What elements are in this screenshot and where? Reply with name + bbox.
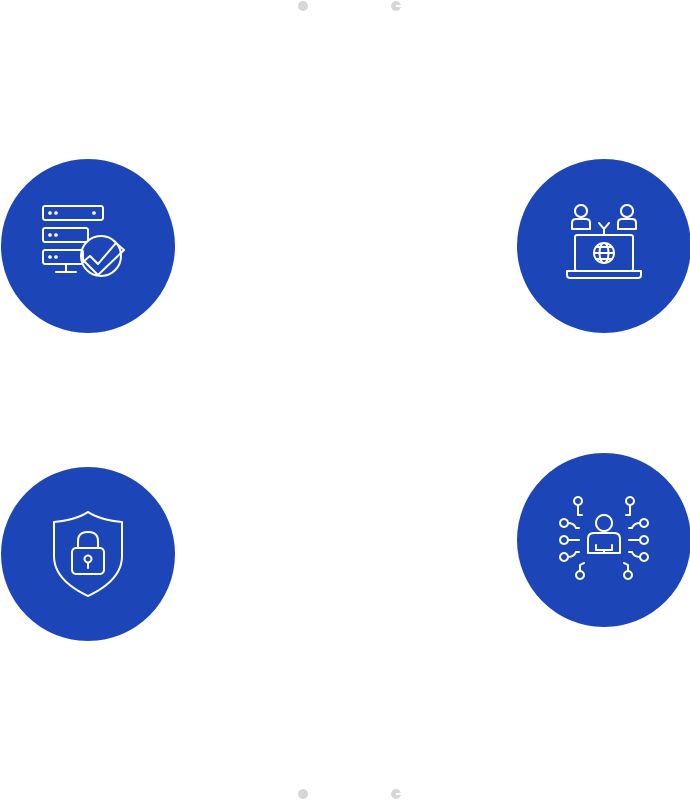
shield-lock-circle	[1, 467, 175, 641]
server-check-icon	[42, 205, 125, 277]
user-network-circle	[517, 453, 690, 627]
carousel-dot-bottom-right[interactable]	[391, 789, 401, 799]
remote-team-globe-icon	[566, 204, 642, 279]
remote-team-circle	[517, 159, 690, 333]
carousel-dot-top-right[interactable]	[391, 1, 401, 11]
user-network-icon	[559, 496, 649, 580]
shield-lock-icon	[53, 511, 123, 597]
carousel-dot-top-left[interactable]	[298, 1, 308, 11]
carousel-dot-bottom-left[interactable]	[298, 789, 308, 799]
server-check-circle	[1, 159, 175, 333]
